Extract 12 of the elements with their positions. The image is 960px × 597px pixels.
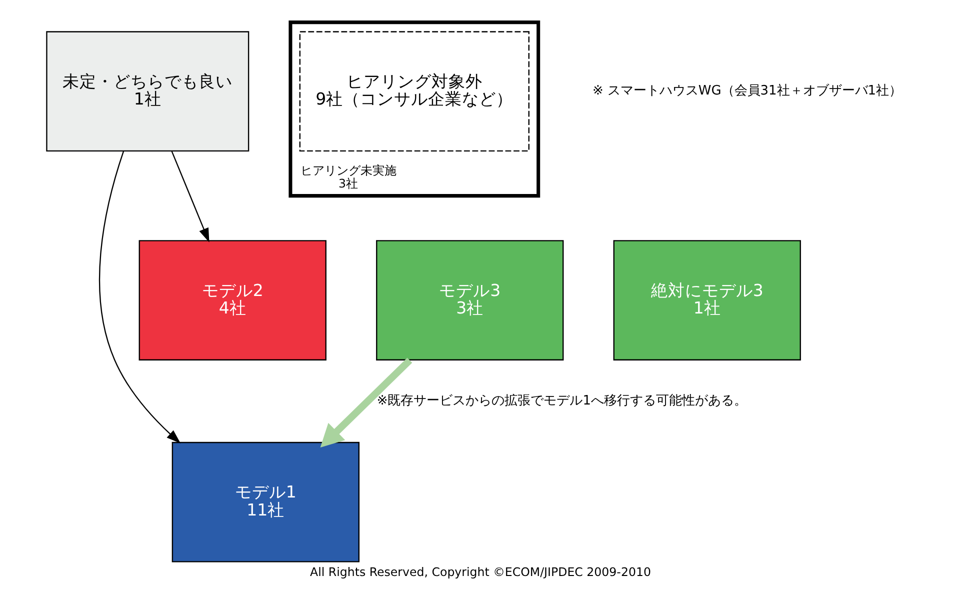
node-box: モデル2 4社 (138, 240, 326, 360)
node-box: 絶対にモデル3 1社 (612, 240, 800, 360)
caption: All Rights Reserved, Copyright ©ECOM/JIPDEC 2009-2010 (310, 564, 650, 579)
arrow (170, 150, 209, 242)
node-box: ヒアリング対象外 9社（コンサル企業など） (298, 31, 529, 152)
arrow (98, 151, 180, 444)
node-box: モデル3 3社 (376, 240, 564, 360)
node-box: 未定・どちらでも良い 1社 (46, 31, 249, 152)
arrow (320, 358, 412, 448)
label: ※ スマートハウスWG（会員31社＋オブザーバ1社） (592, 84, 902, 99)
edge-label: ※既存サービスからの拡張でモデル1へ移行する可能性がある。 (376, 393, 747, 408)
node-box: モデル1 11社 (171, 442, 360, 562)
